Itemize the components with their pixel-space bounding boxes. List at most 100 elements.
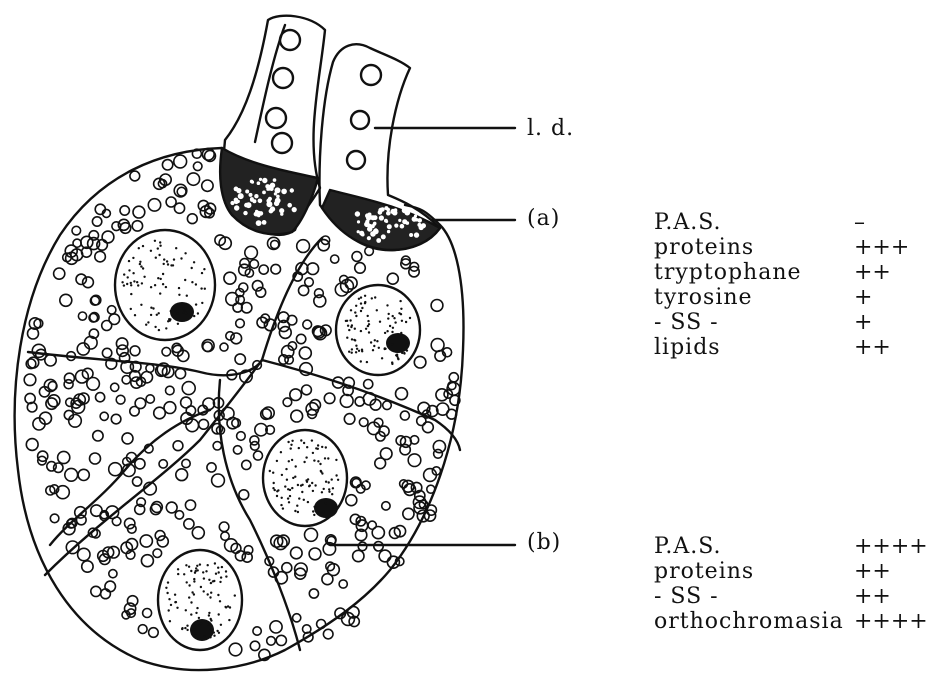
- chromatin-dot: [317, 448, 319, 450]
- granule: [132, 221, 142, 231]
- test-name: tyrosine: [654, 285, 854, 310]
- granule: [297, 240, 310, 253]
- granule: [259, 265, 268, 274]
- chromatin-dot: [177, 573, 179, 575]
- granule: [293, 614, 301, 622]
- chromatin-dot: [368, 331, 370, 333]
- granule: [291, 410, 303, 422]
- chromatin-dot: [207, 623, 209, 625]
- chromatin-dot: [176, 312, 178, 314]
- chromatin-dot: [175, 247, 177, 249]
- chromatin-dot: [150, 307, 152, 309]
- chromatin-dot: [178, 287, 180, 289]
- cap-granule: [262, 191, 266, 195]
- chromatin-dot: [389, 325, 391, 327]
- cap-granule: [275, 187, 281, 193]
- granule: [235, 551, 245, 561]
- cap-granule: [259, 178, 262, 181]
- chromatin-dot: [143, 276, 145, 278]
- chromatin-dot: [196, 607, 198, 609]
- cap-granule: [402, 219, 407, 224]
- chromatin-dot: [399, 300, 401, 302]
- granule: [100, 412, 108, 420]
- cap-granule: [257, 214, 260, 217]
- chromatin-dot: [405, 321, 407, 323]
- chromatin-dot: [199, 563, 201, 565]
- granule: [154, 407, 166, 419]
- granule: [187, 214, 197, 224]
- chromatin-dot: [391, 343, 393, 345]
- cap-granule: [268, 197, 272, 201]
- cap-granule: [273, 178, 277, 182]
- chromatin-dot: [281, 497, 283, 499]
- chromatin-dot: [291, 440, 293, 442]
- granule: [48, 395, 60, 407]
- chromatin-dot: [384, 347, 386, 349]
- granule: [245, 246, 258, 259]
- chromatin-dot: [364, 295, 366, 297]
- staining-table-a: P.A.S.– proteins+++ tryptophane++ tyrosi…: [654, 210, 909, 360]
- chromatin-dot: [288, 501, 290, 503]
- chromatin-dot: [158, 329, 160, 331]
- chromatin-dot: [162, 283, 164, 285]
- granule: [396, 388, 408, 400]
- chromatin-dot: [201, 272, 203, 274]
- cap-granule: [287, 203, 292, 208]
- chromatin-dot: [169, 318, 171, 320]
- chromatin-dot: [228, 619, 230, 621]
- chromatin-dot: [194, 572, 196, 574]
- chromatin-dot: [203, 268, 205, 270]
- granule: [66, 541, 79, 554]
- granule: [307, 263, 319, 275]
- chromatin-dot: [193, 593, 195, 595]
- chromatin-dot: [355, 345, 357, 347]
- chromatin-dot: [207, 593, 209, 595]
- cap-granule: [367, 236, 371, 240]
- cap-granule: [254, 194, 258, 198]
- chromatin-dot: [291, 487, 293, 489]
- granule: [449, 373, 458, 382]
- granule: [403, 508, 414, 519]
- chromatin-dot: [208, 579, 210, 581]
- cap-granule: [390, 209, 395, 214]
- chromatin-dot: [225, 575, 227, 577]
- chromatin-dot: [220, 624, 222, 626]
- chromatin-dot: [208, 614, 210, 616]
- chromatin-dot: [128, 260, 130, 262]
- granule: [64, 380, 73, 389]
- granule: [242, 303, 252, 313]
- cap-granule: [292, 207, 297, 212]
- chromatin-dot: [158, 312, 160, 314]
- granule: [339, 580, 347, 588]
- test-name: lipids: [654, 335, 854, 360]
- chromatin-dot: [123, 273, 125, 275]
- table-a-row: proteins+++: [654, 235, 909, 260]
- chromatin-dot: [190, 570, 192, 572]
- chromatin-dot: [215, 573, 217, 575]
- chromatin-dot: [193, 628, 195, 630]
- chromatin-dot: [292, 477, 294, 479]
- chromatin-dot: [280, 451, 282, 453]
- chromatin-dot: [346, 337, 348, 339]
- cap-granule: [290, 188, 294, 192]
- chromatin-dot: [198, 617, 200, 619]
- cap-granule: [398, 219, 401, 222]
- table-b-row: orthochromasia++++: [654, 609, 928, 634]
- chromatin-dot: [142, 267, 144, 269]
- chromatin-dot: [392, 315, 394, 317]
- test-result: ++: [854, 584, 891, 609]
- chromatin-dot: [276, 460, 278, 462]
- chromatin-dot: [313, 459, 315, 461]
- chromatin-dot: [354, 339, 356, 341]
- chromatin-dot: [360, 330, 362, 332]
- granule: [32, 344, 45, 357]
- chromatin-dot: [360, 302, 362, 304]
- test-result: +: [854, 285, 872, 310]
- test-name: proteins: [654, 559, 854, 584]
- granule: [174, 155, 187, 168]
- chromatin-dot: [229, 606, 231, 608]
- chromatin-dot: [361, 350, 363, 352]
- chromatin-dot: [127, 276, 129, 278]
- granule: [318, 240, 329, 251]
- chromatin-dot: [312, 452, 314, 454]
